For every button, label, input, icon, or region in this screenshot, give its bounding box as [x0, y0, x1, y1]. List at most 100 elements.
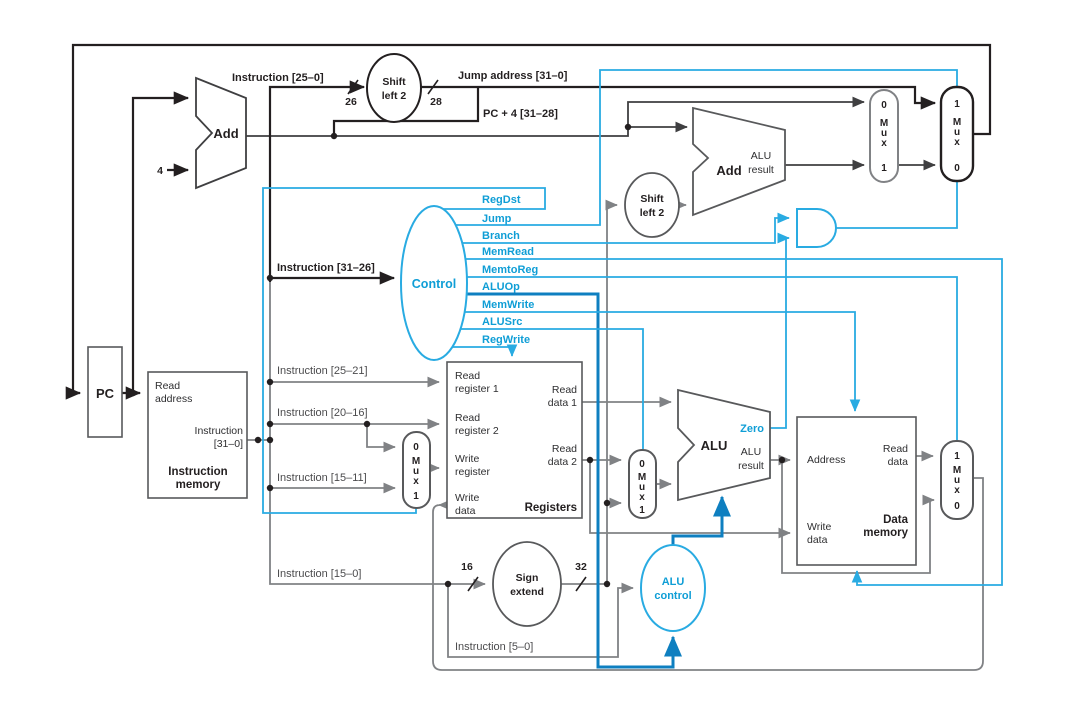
- sign-extend-unit: [492, 541, 562, 627]
- labels: Instruction [25–0] 26 28 Jump address [3…: [96, 70, 961, 653]
- label-instruction-20-16: Instruction [20–16]: [277, 407, 368, 419]
- wires: [65, 43, 1003, 671]
- label-adder-result-1: ALU: [751, 150, 771, 162]
- label-alu-result-1: ALU: [741, 446, 761, 458]
- wire-alusrc: [460, 328, 644, 449]
- label-memread: MemRead: [482, 246, 534, 258]
- wire-memread: [465, 258, 1003, 586]
- label-read-data1-2: data 1: [548, 397, 577, 409]
- wire-jump-address: [420, 85, 937, 110]
- label-read-reg2-1: Read: [455, 412, 480, 424]
- label-alu-control-2: control: [654, 590, 691, 602]
- label-sign-2: extend: [510, 586, 544, 598]
- label-imem-title-2: memory: [176, 479, 221, 491]
- svg-text:1: 1: [954, 451, 960, 462]
- label-branch: Branch: [482, 230, 520, 242]
- label-shift-top-1: Shift: [382, 76, 406, 88]
- label-add-top: Add: [213, 126, 238, 141]
- label-dmem-write-2: data: [807, 534, 828, 546]
- svg-text:0: 0: [881, 100, 887, 111]
- alusrc-mux-labels: 0 M u x 1: [638, 459, 646, 516]
- label-pc: PC: [96, 386, 115, 401]
- label-alu: ALU: [701, 438, 728, 453]
- label-alusrc: ALUSrc: [482, 316, 522, 328]
- label-regdst: RegDst: [482, 194, 521, 206]
- label-instruction-15-0: Instruction [15–0]: [277, 568, 361, 580]
- svg-text:M: M: [953, 465, 961, 476]
- alu-unit: [677, 388, 771, 502]
- svg-text:M: M: [880, 118, 888, 129]
- jump-mux: [939, 85, 975, 183]
- label-4: 4: [157, 165, 163, 177]
- branch-mux-labels: 0 M u x 1: [880, 100, 888, 174]
- label-read-data1-1: Read: [552, 384, 577, 396]
- tick-26: [347, 79, 359, 95]
- wire-jump: [456, 69, 958, 226]
- svg-text:x: x: [639, 492, 645, 503]
- wire-signext-out: [561, 199, 618, 585]
- add-unit: [195, 76, 247, 190]
- svg-text:1: 1: [413, 491, 419, 502]
- jump-mux-labels: 1 M u x 0: [953, 99, 961, 174]
- regdst-mux: [402, 431, 431, 509]
- wire-aluresult-to-mux0: [781, 460, 935, 574]
- wire-pc4-3128: [332, 87, 480, 136]
- label-28: 28: [430, 96, 442, 108]
- label-alu-result-2: result: [738, 460, 764, 472]
- label-imem-out-1: Instruction: [195, 425, 244, 437]
- label-instruction-31-26: Instruction [31–26]: [277, 262, 375, 274]
- label-read-reg2-2: register 2: [455, 425, 499, 437]
- svg-text:x: x: [954, 485, 960, 496]
- label-read-data2-1: Read: [552, 443, 577, 455]
- label-memwrite: MemWrite: [482, 299, 534, 311]
- svg-text:1: 1: [954, 99, 960, 110]
- svg-text:u: u: [881, 128, 887, 139]
- label-read-reg1-1: Read: [455, 370, 480, 382]
- and-gate: [796, 208, 837, 248]
- svg-text:x: x: [881, 138, 887, 149]
- wire-pc-update-loop: [65, 43, 992, 400]
- label-instruction-15-11: Instruction [15–11]: [277, 472, 367, 484]
- branch-adder-unit: [692, 106, 786, 217]
- label-add-branch: Add: [716, 163, 741, 178]
- memtoreg-mux: [940, 440, 974, 520]
- wire-instr25-0: [268, 80, 366, 282]
- wire-branch: [462, 212, 790, 244]
- svg-text:M: M: [412, 456, 420, 467]
- label-dmem-address: Address: [807, 454, 846, 466]
- label-read-address-2: address: [155, 393, 192, 405]
- regdst-mux-labels: 0 M u x 1: [412, 442, 420, 502]
- wire-writeback: [432, 477, 984, 671]
- bit-width-ticks: [347, 79, 587, 592]
- memtoreg-mux-labels: 1 M u x 0: [953, 451, 961, 512]
- svg-text:0: 0: [954, 163, 960, 174]
- shift-left-2-mid: [624, 172, 680, 238]
- label-dmem-read-1: Read: [883, 443, 908, 455]
- junction-dots: [129, 123, 786, 588]
- instruction-memory-block: [147, 371, 248, 499]
- wire-and-out: [836, 181, 958, 229]
- control-unit: [400, 205, 468, 361]
- svg-text:u: u: [954, 127, 960, 138]
- wire-regwrite: [452, 344, 518, 357]
- svg-text:0: 0: [413, 442, 419, 453]
- label-shift-top-2: left 2: [382, 90, 407, 102]
- label-imem-title-1: Instruction: [168, 466, 227, 478]
- svg-text:x: x: [954, 137, 960, 148]
- wire-aluop: [467, 292, 682, 669]
- label-read-reg1-2: register 1: [455, 383, 499, 395]
- svg-text:M: M: [953, 117, 961, 128]
- label-aluop: ALUOp: [482, 281, 520, 293]
- svg-text:0: 0: [639, 459, 645, 470]
- label-32: 32: [575, 561, 587, 573]
- wire-pc-to-add: [131, 91, 190, 393]
- label-instruction-5-0: Instruction [5–0]: [455, 641, 533, 653]
- wire-memwrite: [465, 311, 861, 412]
- wire-instr5-0: [447, 582, 634, 658]
- wire-instr20-16-mux: [366, 424, 396, 453]
- label-shift-mid-2: left 2: [640, 207, 665, 219]
- wire-aluctl-to-alu: [671, 495, 731, 545]
- pc-block: [87, 346, 123, 438]
- svg-text:x: x: [413, 476, 419, 487]
